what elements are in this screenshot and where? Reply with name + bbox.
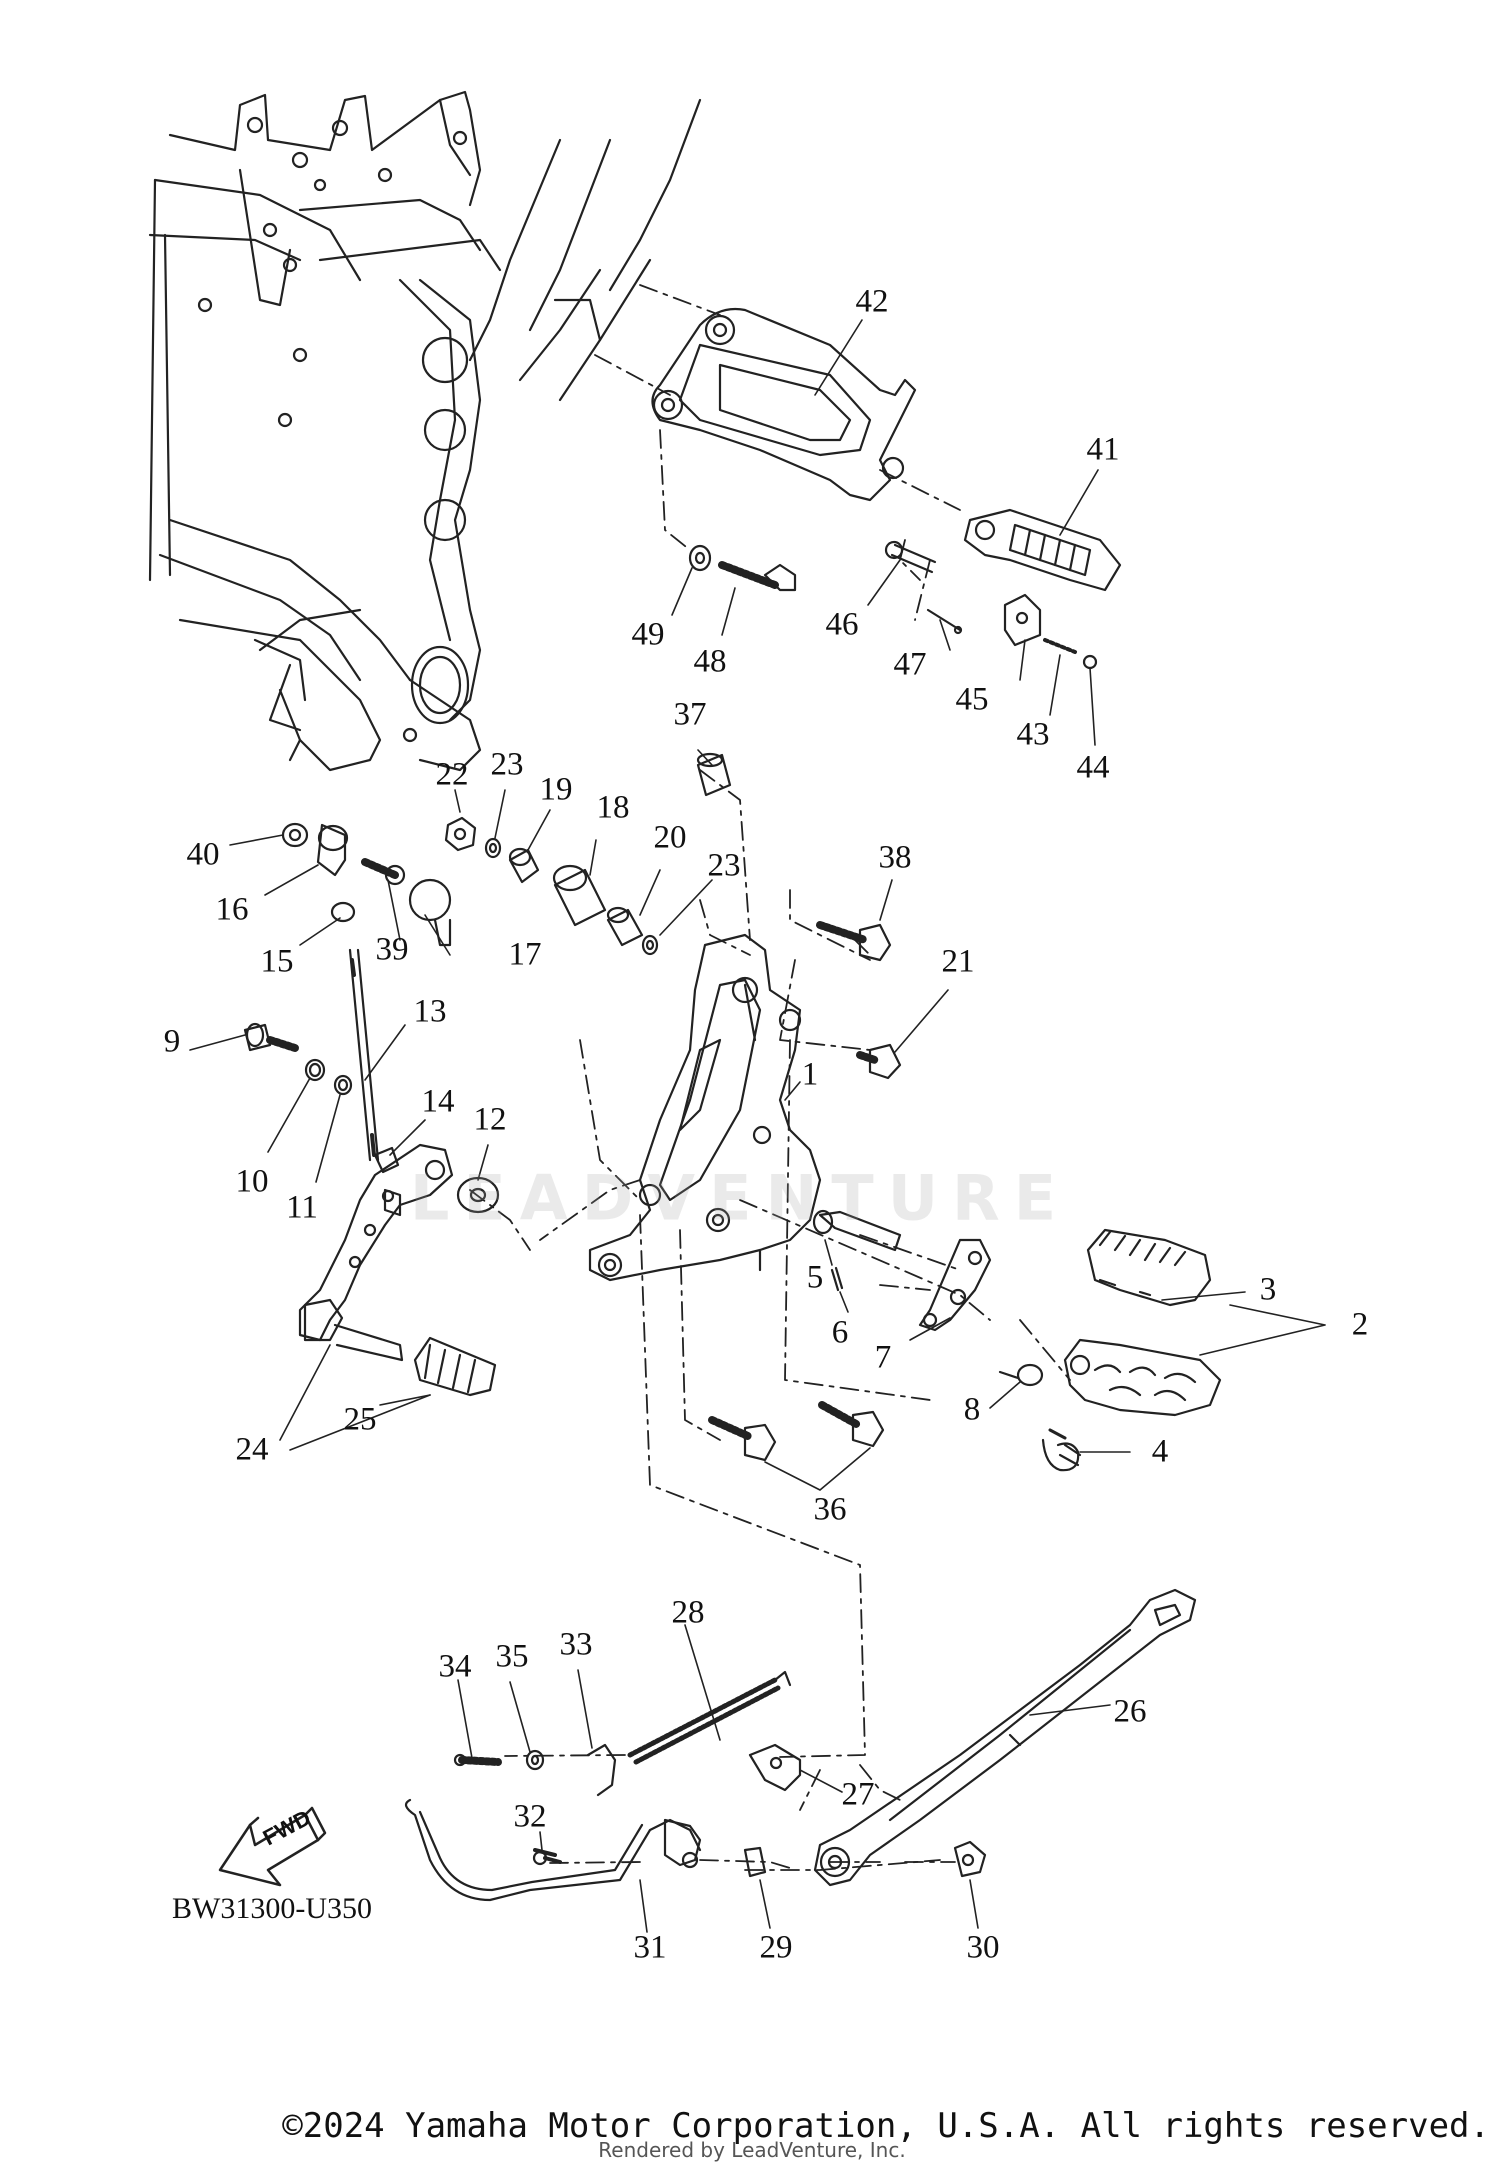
frame-section	[148, 90, 702, 772]
callout-34: 34	[438, 1648, 472, 1685]
callout-35: 35	[495, 1638, 529, 1675]
callout-leaders	[189, 319, 1326, 1933]
diagram-code: BW31300-U350	[172, 1892, 372, 1925]
callout-30: 30	[966, 1929, 1000, 1966]
callout-3: 3	[1259, 1271, 1277, 1308]
callout-23-lower: 23	[707, 847, 741, 884]
callout-18: 18	[596, 789, 630, 826]
bolt-48-washer-49	[688, 544, 797, 592]
callout-21: 21	[941, 943, 975, 980]
callout-14: 14	[421, 1083, 455, 1120]
callout-9: 9	[163, 1023, 181, 1060]
bolts-36	[708, 1401, 885, 1462]
callout-7: 7	[874, 1339, 892, 1376]
pivot-bolt-parts	[243, 1022, 400, 1174]
callout-16: 16	[215, 891, 249, 928]
callout-4: 4	[1151, 1433, 1169, 1470]
callout-36: 36	[813, 1491, 847, 1528]
callout-38: 38	[878, 839, 912, 876]
sidestand-hardware	[404, 1670, 987, 1902]
part-1-main-bracket	[588, 933, 822, 1282]
callout-47: 47	[893, 646, 927, 683]
callout-2: 2	[1351, 1306, 1369, 1343]
fwd-arrow-icon	[218, 1806, 327, 1887]
callout-46: 46	[825, 606, 859, 643]
callout-49: 49	[631, 616, 665, 653]
watermark: LEADVENTURE	[409, 1161, 1071, 1235]
rendered-by-notice: Rendered by LeadVenture, Inc.	[598, 2138, 906, 2162]
callout-44: 44	[1076, 749, 1110, 786]
callout-8: 8	[963, 1391, 981, 1428]
callout-11: 11	[286, 1189, 318, 1226]
part-42-bracket	[651, 307, 917, 502]
shift-rod-parts	[281, 822, 452, 1162]
callout-10: 10	[235, 1163, 269, 1200]
callout-32: 32	[513, 1798, 547, 1835]
callout-27: 27	[841, 1776, 875, 1813]
part-41-rear-footpeg	[963, 508, 1122, 592]
callout-48: 48	[693, 643, 727, 680]
callout-24: 24	[235, 1431, 269, 1468]
callout-15: 15	[260, 943, 294, 980]
callout-1: 1	[801, 1056, 819, 1093]
callout-26: 26	[1113, 1693, 1147, 1730]
callout-13: 13	[413, 993, 447, 1030]
callout-23-upper: 23	[490, 746, 524, 783]
callout-22: 22	[435, 756, 469, 793]
callout-31: 31	[633, 1929, 667, 1966]
callout-41: 41	[1086, 431, 1120, 468]
callout-25: 25	[343, 1401, 377, 1438]
footpeg-hardware	[884, 540, 1098, 670]
callout-28: 28	[671, 1594, 705, 1631]
sidestand-26	[813, 1588, 1197, 1887]
callout-19: 19	[539, 771, 573, 808]
callout-6: 6	[831, 1314, 849, 1351]
callout-17: 17	[508, 936, 542, 973]
footpeg-2	[998, 1228, 1222, 1472]
callout-43: 43	[1016, 716, 1050, 753]
callout-33: 33	[559, 1626, 593, 1663]
callout-5: 5	[806, 1259, 824, 1296]
callout-39: 39	[375, 931, 409, 968]
shift-linkage-hardware	[444, 816, 659, 956]
callout-29: 29	[759, 1929, 793, 1966]
copyright-notice: ©2024 Yamaha Motor Corporation, U.S.A. A…	[282, 2106, 1490, 2146]
callout-40: 40	[186, 836, 220, 873]
bracket-hardware	[696, 752, 902, 1080]
callout-12: 12	[473, 1101, 507, 1138]
right-bracket-parts	[812, 1209, 992, 1332]
callout-20: 20	[653, 819, 687, 856]
callout-37: 37	[673, 696, 707, 733]
callout-45: 45	[955, 681, 989, 718]
callout-42: 42	[855, 283, 889, 320]
